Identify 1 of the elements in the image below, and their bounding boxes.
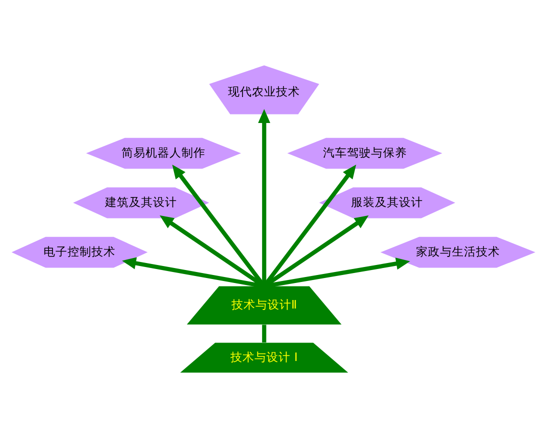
connector xyxy=(262,324,266,342)
